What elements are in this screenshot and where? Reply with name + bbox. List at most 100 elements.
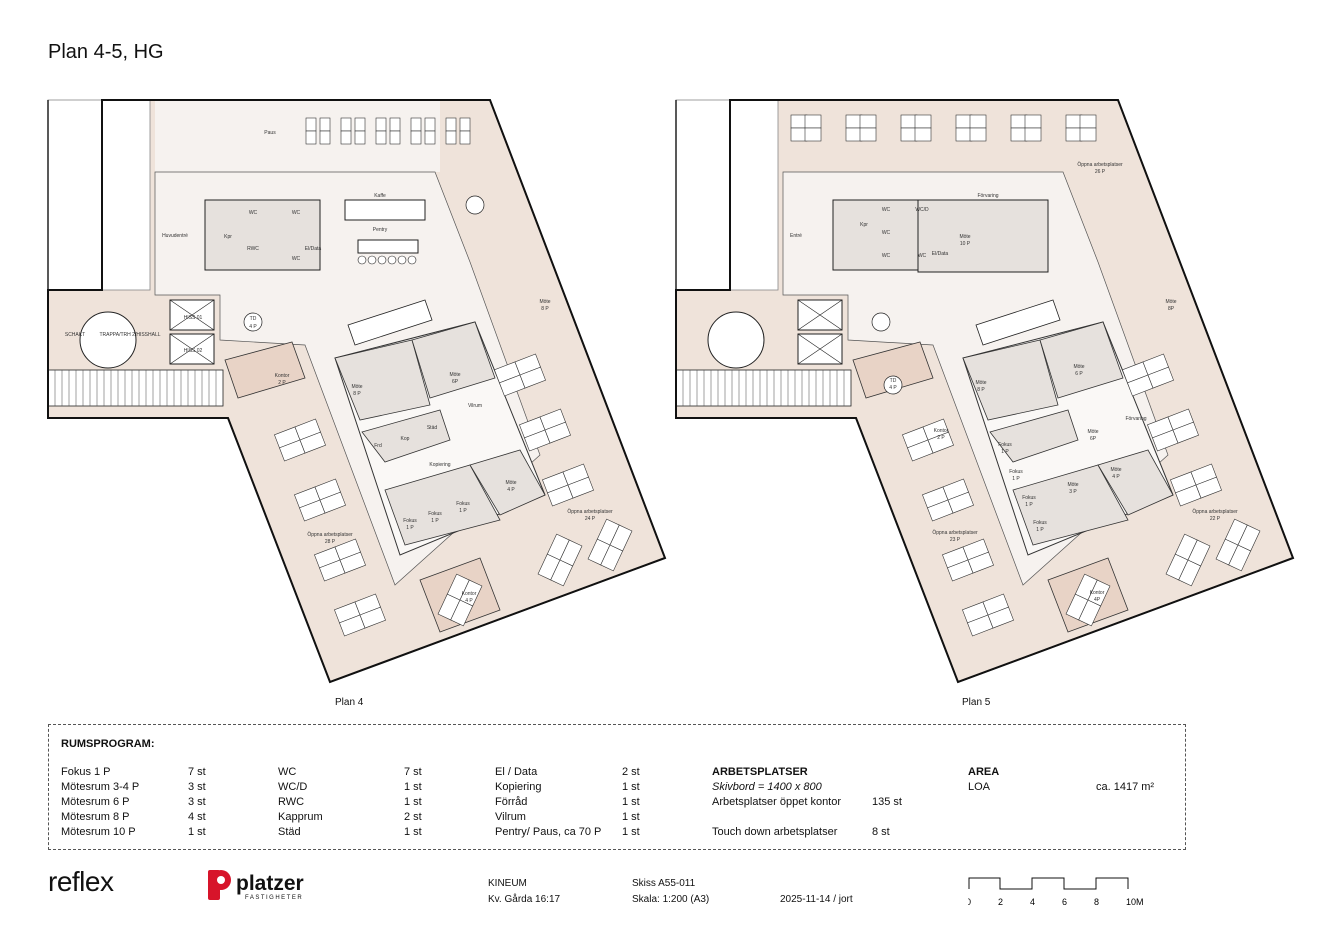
room-label: Öppna arbetsplatser bbox=[932, 529, 978, 536]
room-label: WC bbox=[292, 256, 301, 262]
room-label: Möte bbox=[351, 384, 362, 390]
svg-text:FASTIGHETER: FASTIGHETER bbox=[245, 895, 303, 901]
program-item-qty: 1 st bbox=[622, 826, 640, 838]
desk-cluster bbox=[537, 533, 583, 587]
meeting-room-10p bbox=[917, 199, 1049, 273]
room-label: Kontor bbox=[462, 591, 477, 597]
program-item-qty: 2 st bbox=[622, 766, 640, 778]
room-label: Fokus bbox=[1009, 469, 1023, 475]
room-label: Kontor bbox=[275, 373, 290, 379]
desk-cluster bbox=[962, 593, 1014, 637]
room-label: 8P bbox=[1168, 306, 1175, 312]
room-label: Öppna arbetsplatser bbox=[307, 531, 353, 538]
room-label: 2 P bbox=[937, 435, 945, 441]
program-item-name: RWC bbox=[278, 796, 305, 808]
room-label: SCHAKT bbox=[65, 332, 85, 338]
room-label: Entré bbox=[790, 233, 802, 239]
room-label: Vilrum bbox=[468, 403, 482, 409]
service-room bbox=[989, 409, 1079, 463]
desk-cluster bbox=[294, 478, 346, 522]
desk-cluster bbox=[1215, 518, 1261, 572]
room-label: TD bbox=[250, 316, 257, 322]
room-label: Öppna arbetsplatser bbox=[1077, 161, 1123, 168]
program-item-qty: 1 st bbox=[404, 796, 422, 808]
desk-size: Skivbord = 1400 x 800 bbox=[712, 781, 822, 793]
room-label: WC bbox=[292, 210, 301, 216]
svg-text:platzer: platzer bbox=[236, 872, 304, 895]
room-label: Möte bbox=[539, 299, 550, 305]
desk-cluster bbox=[1010, 114, 1042, 142]
desk-cluster bbox=[519, 408, 571, 452]
room-label: TRAPPA/TRH 2/HISSHALL bbox=[99, 332, 160, 338]
program-item-qty: 1 st bbox=[404, 781, 422, 793]
room-label: 6 P bbox=[1075, 371, 1083, 377]
meeting-room bbox=[962, 339, 1059, 421]
room-label: Möte bbox=[1067, 482, 1078, 488]
scale-tick-label: 10M bbox=[1126, 897, 1144, 907]
scale-tick-label: 2 bbox=[998, 897, 1003, 907]
stair bbox=[675, 369, 852, 407]
room-label: 6P bbox=[452, 379, 459, 385]
room-label: RWC bbox=[247, 246, 259, 252]
desk-cluster bbox=[790, 114, 822, 142]
desk-cluster bbox=[410, 117, 436, 145]
room-label: Möte bbox=[449, 372, 460, 378]
focus-rooms bbox=[384, 464, 501, 546]
room-label: Kaffe bbox=[374, 193, 386, 199]
room-label: Kontor bbox=[1090, 590, 1105, 596]
desk-cluster bbox=[375, 117, 401, 145]
room-label: Möte bbox=[1073, 364, 1084, 370]
scale-tick-label: 6 bbox=[1062, 897, 1067, 907]
meeting-room bbox=[469, 449, 546, 516]
desk-cluster bbox=[1065, 573, 1111, 627]
room-label: Fokus bbox=[428, 511, 442, 517]
scale-tick-label: 8 bbox=[1094, 897, 1099, 907]
program-item-name: Fokus 1 P bbox=[61, 766, 111, 778]
stair bbox=[347, 299, 433, 346]
sketch-number: Skiss A55-011 bbox=[632, 878, 696, 889]
plan-4 bbox=[47, 99, 667, 684]
room-label: 4 P bbox=[889, 385, 897, 391]
area-label: LOA bbox=[968, 781, 991, 793]
room-label: 10 P bbox=[960, 241, 971, 247]
room-label: 4 P bbox=[465, 598, 473, 604]
room-label: Öppna arbetsplatser bbox=[567, 508, 613, 515]
area-value: ca. 1417 m² bbox=[1096, 781, 1155, 793]
focus-rooms bbox=[1012, 464, 1129, 546]
room-label: WC bbox=[249, 210, 258, 216]
touchdown-label: Touch down arbetsplatser bbox=[712, 826, 838, 838]
desk-cluster bbox=[922, 478, 974, 522]
program-item-name: Mötesrum 6 P bbox=[61, 796, 130, 808]
desk-cluster bbox=[445, 117, 471, 145]
room-label: WC bbox=[882, 230, 891, 236]
desk-cluster bbox=[587, 518, 633, 572]
room-label: WC bbox=[918, 253, 927, 259]
room-label: 1 P bbox=[1025, 502, 1033, 508]
desk-cluster bbox=[1122, 353, 1174, 397]
room-label: Fokus bbox=[1033, 520, 1047, 526]
desk-cluster bbox=[1170, 463, 1222, 507]
room-label: Pentry bbox=[373, 227, 388, 233]
desk-cluster bbox=[845, 114, 877, 142]
program-item-name: Förråd bbox=[495, 796, 528, 808]
program-item-qty: 1 st bbox=[404, 826, 422, 838]
room-label: 1 P bbox=[459, 508, 467, 514]
desk-cluster bbox=[314, 538, 366, 582]
program-item-name: Städ bbox=[278, 826, 301, 838]
scale-tick-label: 4 bbox=[1030, 897, 1035, 907]
room-label: Städ bbox=[427, 425, 438, 431]
room-label: HISS 02 bbox=[184, 348, 203, 354]
meeting-room bbox=[1039, 321, 1124, 399]
room-label: Fokus bbox=[998, 442, 1012, 448]
scale-text: Skala: 1:200 (A3) bbox=[632, 894, 710, 905]
bar-table bbox=[357, 239, 419, 254]
void-area bbox=[675, 99, 779, 291]
program-item-qty: 1 st bbox=[622, 781, 640, 793]
program-item-name: Vilrum bbox=[495, 811, 526, 823]
round-table bbox=[243, 312, 263, 332]
room-label: 8 P bbox=[977, 387, 985, 393]
program-item-name: WC bbox=[278, 766, 297, 778]
